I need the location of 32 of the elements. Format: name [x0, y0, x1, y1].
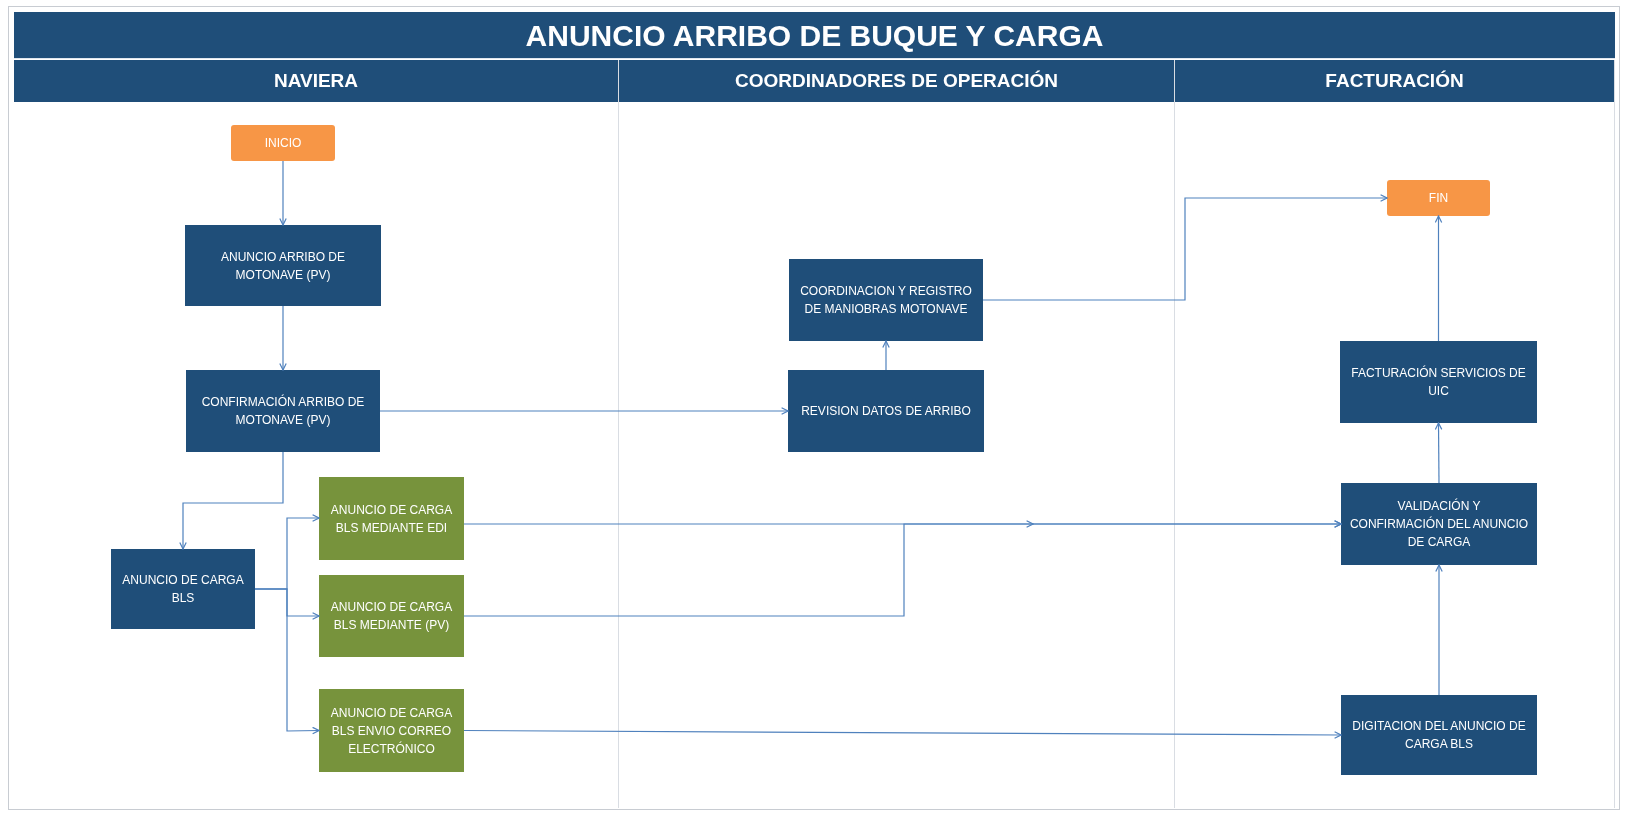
lane-title: FACTURACIÓN — [1325, 68, 1464, 93]
arrow — [179, 451, 284, 550]
arrow — [982, 194, 1388, 301]
arrow — [463, 520, 1342, 617]
process-box: ANUNCIO DE CARGA BLS MEDIANTE (PV) — [319, 575, 464, 657]
diagram-title: ANUNCIO ARRIBO DE BUQUE Y CARGA — [525, 17, 1104, 54]
process-box: CONFIRMACIÓN ARRIBO DE MOTONAVE (PV) — [186, 370, 380, 452]
arrow — [1434, 215, 1443, 342]
swimlane — [619, 60, 1175, 808]
process-box: ANUNCIO DE CARGA BLS MEDIANTE EDI — [319, 477, 464, 560]
arrow — [254, 588, 320, 735]
arrow — [882, 340, 890, 371]
arrow — [279, 160, 287, 226]
terminal-box: INICIO — [231, 125, 335, 161]
swimlane — [14, 60, 619, 808]
process-box: FACTURACIÓN SERVICIOS DE UIC — [1340, 341, 1537, 423]
arrow — [379, 407, 789, 415]
lane-title: NAVIERA — [273, 68, 359, 93]
process-box: DIGITACION DEL ANUNCIO DE CARGA BLS — [1341, 695, 1537, 775]
process-box: VALIDACIÓN Y CONFIRMACIÓN DEL ANUNCIO DE CARGA — [1341, 483, 1537, 565]
process-box: ANUNCIO DE CARGA BLS — [111, 549, 255, 629]
arrow — [279, 305, 287, 371]
swimlane — [1175, 60, 1615, 808]
process-box: COORDINACION Y REGISTRO DE MANIOBRAS MOTONAVE — [789, 259, 983, 341]
arrow — [1434, 422, 1443, 484]
process-box: REVISION DATOS DE ARRIBO — [788, 370, 984, 452]
arrow — [463, 729, 1342, 739]
terminal-box: FIN — [1387, 180, 1490, 216]
lane-title: COORDINADORES DE OPERACIÓN — [735, 68, 1058, 93]
arrow — [1435, 564, 1443, 696]
process-box: ANUNCIO DE CARGA BLS ENVIO CORREO ELECTRÓNICO — [319, 689, 464, 772]
process-box: ANUNCIO ARRIBO DE MOTONAVE (PV) — [185, 225, 381, 306]
